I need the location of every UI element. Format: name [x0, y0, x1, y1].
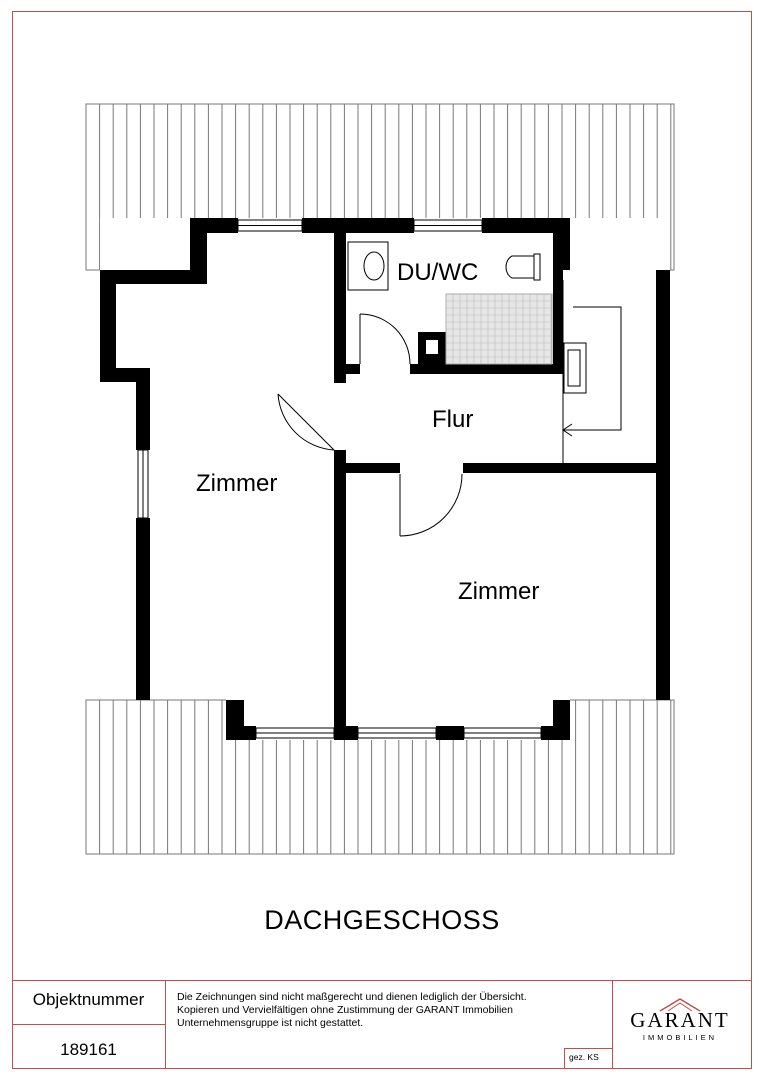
- disclaimer-line-2: Kopieren und Vervielfältigen ohne Zustim…: [177, 1004, 513, 1016]
- disclaimer-line-1: Die Zeichnungen sind nicht maßgerecht un…: [177, 991, 527, 1003]
- disclaimer-text: Die Zeichnungen sind nicht maßgerecht un…: [177, 991, 607, 1030]
- tb-sign-top: [564, 1048, 612, 1049]
- shaft-opening: [426, 340, 438, 354]
- tb-object-divider: [12, 1024, 165, 1025]
- page-frame: [12, 11, 752, 1069]
- walls: [100, 218, 670, 740]
- shower-tray: [445, 293, 553, 365]
- room-label-bath: DU/WC: [397, 259, 479, 286]
- tb-divider-2: [612, 980, 613, 1069]
- room-label-hall: Flur: [432, 406, 474, 433]
- doors: [277, 313, 463, 537]
- object-number-label: Objektnummer: [32, 990, 145, 1009]
- floor-area: [100, 218, 670, 740]
- room-label-left: Zimmer: [196, 470, 278, 497]
- garant-logo: GARANT IMMOBILIEN: [622, 998, 738, 1046]
- object-number-value: 189161: [60, 1040, 117, 1059]
- signoff-initials: gez. KS: [569, 1052, 599, 1062]
- bath-fixtures: [347, 241, 541, 291]
- tb-top-line: [12, 980, 752, 981]
- logo-subline: IMMOBILIEN: [642, 1033, 718, 1042]
- tb-sign-divider: [564, 1048, 565, 1069]
- windows: [137, 219, 542, 739]
- tb-divider-1: [165, 980, 166, 1069]
- stair-area: [562, 280, 622, 463]
- room-label-right: Zimmer: [458, 578, 540, 605]
- logo-wordmark: GARANT: [630, 1008, 730, 1032]
- logo-roof-icon: [659, 998, 701, 1012]
- floor-title: DACHGESCHOSS: [264, 905, 500, 935]
- disclaimer-line-3: Unternehmensgruppe ist nicht gestattet.: [177, 1017, 364, 1029]
